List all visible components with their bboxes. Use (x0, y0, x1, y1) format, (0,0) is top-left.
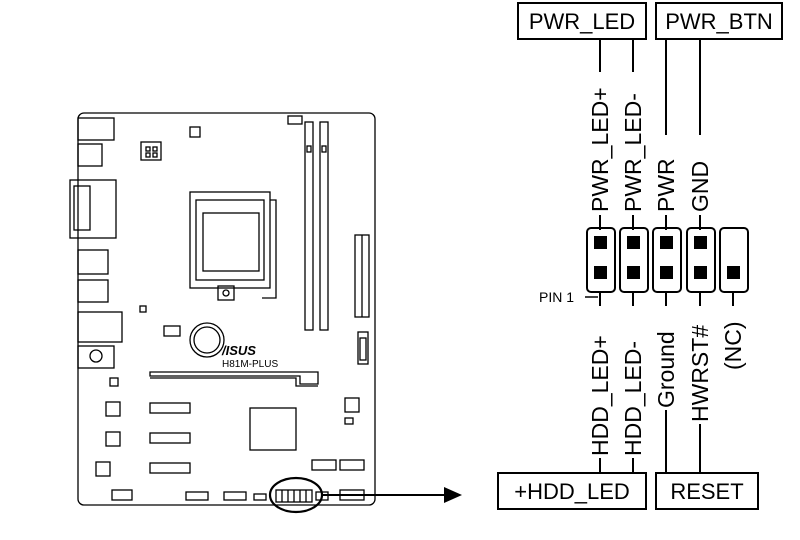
pwr-btn-box (655, 2, 783, 40)
pin-label-hwrst: HWRST# (687, 325, 713, 422)
io-port-lan (77, 311, 123, 343)
cpu-socket (189, 191, 277, 301)
pin-4 (627, 236, 640, 249)
pcie-slot-1 (149, 402, 191, 414)
io-port-usb-3 (77, 279, 109, 303)
hdd-led-box (497, 472, 647, 510)
io-port-ps2 (77, 117, 115, 141)
sata-port-1 (311, 459, 337, 471)
io-port-usb-1 (77, 143, 103, 167)
pin-2 (594, 236, 607, 249)
pin-label-ground: Ground (653, 331, 679, 408)
brand-logo: /ISUS (221, 343, 256, 358)
pin-column-2 (619, 227, 649, 293)
header-detail (497, 2, 783, 510)
board-outline (77, 112, 376, 506)
pin-label-nc: (NC) (720, 321, 746, 370)
cmos-battery (189, 322, 225, 358)
hdd-led-label: +HDD_LED (514, 479, 630, 504)
atx12v-connector (140, 141, 162, 161)
pointer-arrow (322, 487, 462, 503)
pwr-btn-label: PWR_BTN (665, 9, 773, 34)
pcie-x16-slot (149, 371, 319, 385)
io-port-audio (77, 345, 115, 369)
pcie-slot-2 (149, 432, 191, 444)
pin-1 (594, 266, 607, 279)
pin-label-pwr-led-minus: PWR_LED- (620, 93, 646, 212)
board-model-label: H81M-PLUS (222, 359, 278, 370)
chipset (249, 407, 297, 451)
pin-column-3 (652, 227, 682, 293)
pwr-led-box (517, 2, 647, 40)
pin-column-5 (719, 227, 749, 293)
pin-label-hdd-led-plus: HDD_LED+ (587, 335, 613, 456)
dimm-slot-2 (319, 121, 329, 331)
pin-label-pwr: PWR (653, 158, 679, 212)
pin-9 (727, 266, 740, 279)
pin-column-4 (686, 227, 716, 293)
reset-label: RESET (670, 479, 743, 504)
pin-label-hdd-led-minus: HDD_LED- (620, 341, 646, 456)
pin-label-pwr-led-plus: PWR_LED+ (587, 87, 613, 212)
pin-3 (627, 266, 640, 279)
pin-5 (660, 266, 673, 279)
pin-column-1 (586, 227, 616, 293)
pwr-led-label: PWR_LED (529, 9, 635, 34)
pin-1-label: PIN 1 (539, 289, 574, 305)
sata-port-2 (339, 459, 365, 471)
pin-label-gnd: GND (687, 161, 713, 212)
io-port-usb-2 (77, 249, 109, 275)
pin-7 (694, 266, 707, 279)
dimm-slot-1 (304, 121, 314, 331)
pin-6 (660, 236, 673, 249)
motherboard (69, 112, 376, 514)
pcie-slot-3 (149, 462, 191, 474)
io-port-vga (69, 179, 117, 239)
pin-8 (694, 236, 707, 249)
reset-box (655, 472, 759, 510)
